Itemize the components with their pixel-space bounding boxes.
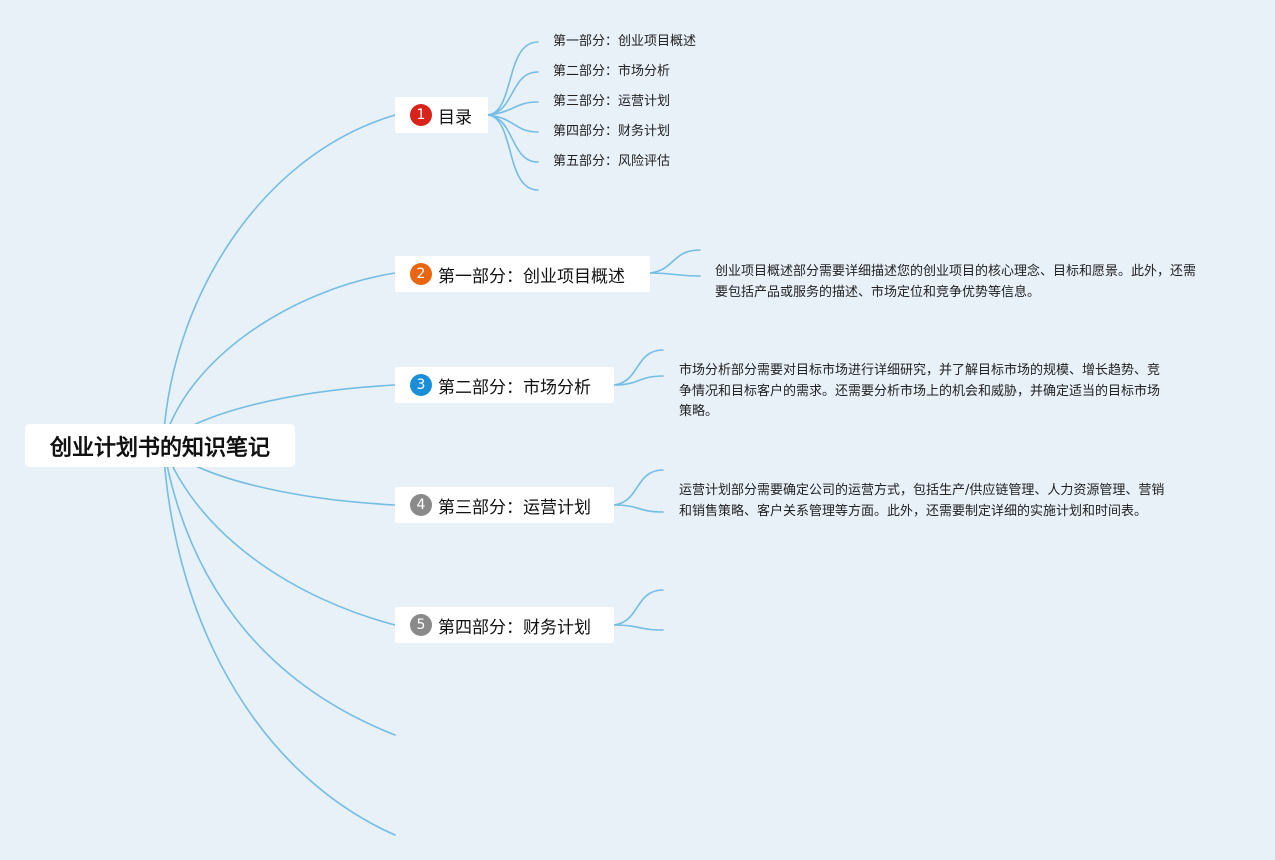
edge-toc-leaf-5	[487, 114, 539, 163]
toc-item-2[interactable]: 第二部分：市场分析	[553, 64, 671, 79]
number-badge: 2	[410, 263, 432, 285]
branch-part-2[interactable]: 3 第二部分：市场分析	[395, 367, 614, 403]
edge-part3-desc-a	[613, 469, 664, 506]
branch-part-1[interactable]: 2 第一部分：创业项目概述	[395, 256, 650, 292]
branch-label: 第一部分：创业项目概述	[438, 266, 625, 287]
edge-toc-leaf-3	[487, 101, 539, 116]
part-1-description[interactable]: 创业项目概述部分需要详细描述您的创业项目的核心理念、目标和愿景。此外，还需要包括…	[715, 264, 1197, 300]
toc-item-1[interactable]: 第一部分：创业项目概述	[553, 34, 697, 49]
edge-root-branch-5	[162, 444, 396, 626]
edge-toc-leaf-6	[487, 114, 539, 191]
root-node[interactable]: 创业计划书的知识笔记	[25, 424, 295, 467]
edge-part2-desc-b	[613, 375, 664, 386]
branch-toc[interactable]: 1 目录	[395, 97, 488, 133]
number-badge: 5	[410, 614, 432, 636]
number-badge: 3	[410, 374, 432, 396]
edge-root-branch-1	[162, 114, 396, 446]
edge-root-branch-7	[162, 444, 396, 836]
edge-part2-desc-a	[613, 349, 664, 386]
branch-part-3[interactable]: 4 第三部分：运营计划	[395, 487, 614, 523]
edge-part4-child-b	[613, 624, 664, 631]
branch-label: 目录	[438, 107, 472, 128]
edge-part1-desc-b	[649, 272, 701, 277]
edge-root-branch-6	[162, 444, 396, 736]
toc-item-3[interactable]: 第三部分：运营计划	[553, 94, 671, 109]
part-3-description[interactable]: 运营计划部分需要确定公司的运营方式，包括生产/供应链管理、人力资源管理、营销和销…	[679, 483, 1165, 519]
root-title: 创业计划书的知识笔记	[49, 435, 270, 461]
edge-part4-child-a	[613, 589, 664, 626]
toc-item-4[interactable]: 第四部分：财务计划	[553, 124, 671, 139]
edge-part1-desc-a	[649, 249, 701, 274]
edge-root-branch-2	[162, 272, 396, 446]
toc-item-5[interactable]: 第五部分：风险评估	[553, 154, 671, 169]
edge-part3-desc-b	[613, 504, 664, 513]
branch-label: 第四部分：财务计划	[438, 617, 591, 638]
number-badge: 1	[410, 104, 432, 126]
part-2-description[interactable]: 市场分析部分需要对目标市场进行详细研究，并了解目标市场的规模、增长趋势、竞争情况…	[679, 363, 1161, 419]
number-badge: 4	[410, 494, 432, 516]
branch-part-4[interactable]: 5 第四部分：财务计划	[395, 607, 614, 643]
branch-label: 第三部分：运营计划	[438, 497, 591, 518]
edge-toc-leaf-1	[487, 41, 539, 116]
branch-label: 第二部分：市场分析	[438, 377, 591, 398]
